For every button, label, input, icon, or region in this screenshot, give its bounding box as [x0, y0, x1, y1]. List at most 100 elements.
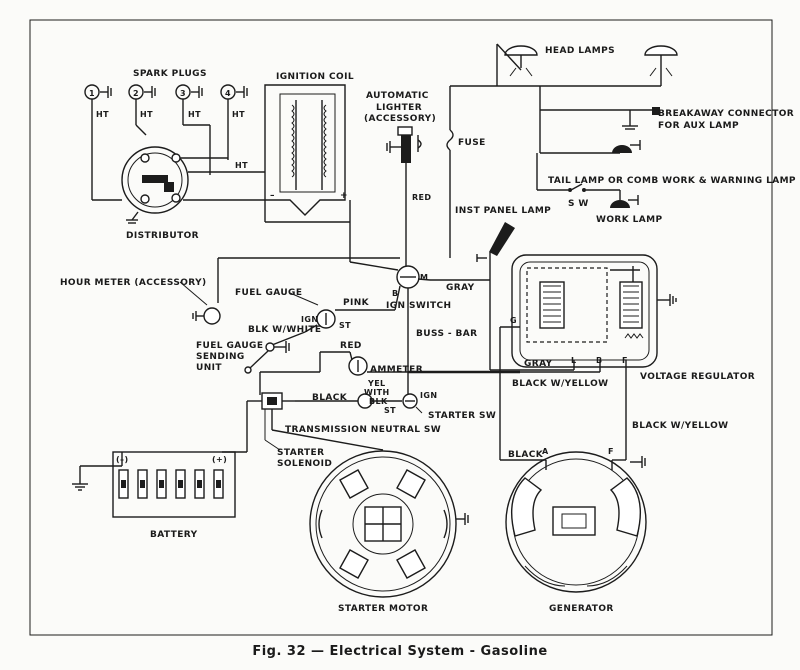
hour-meter-label: HOUR METER (ACCESSORY): [60, 278, 207, 288]
head-lamp-left-icon: [504, 45, 538, 56]
spark-plugs: SPARK PLUGS 1 HT 2 HT 3 HT 4 HT: [84, 69, 248, 200]
starter-solenoid-label-2: SOLENOID: [277, 459, 332, 469]
starter-motor-label: STARTER MOTOR: [338, 604, 428, 614]
ht-label-2: HT: [140, 110, 153, 119]
ht-label-coil: HT: [235, 161, 248, 170]
automatic-lighter: AUTOMATIC LIGHTER (ACCESSORY) RED: [364, 91, 436, 270]
generator-label: GENERATOR: [549, 604, 614, 614]
voltage-regulator-label: VOLTAGE REGULATOR: [640, 372, 755, 382]
fuse-label: FUSE: [458, 138, 486, 148]
spark-plug-3-number: 3: [180, 89, 186, 98]
inst-panel-lamp: INST PANEL LAMP GRAY: [430, 206, 551, 370]
head-lamp-right-icon: [644, 45, 678, 56]
ht-label-4: HT: [232, 110, 245, 119]
spark-plug-1-number: 1: [89, 89, 95, 98]
lighter-icon: [397, 126, 413, 136]
sending-unit-label-3: UNIT: [196, 363, 222, 373]
reg-terminal-g: G: [510, 316, 517, 325]
spark-plug-2-number: 2: [133, 89, 139, 98]
wire-black-label: BLACK: [312, 393, 348, 403]
generator: A F BLACK GENERATOR: [500, 447, 647, 614]
starter-sw-ign: IGN: [420, 391, 437, 400]
sending-unit-label-2: SENDING: [196, 352, 245, 362]
work-lamp-icon: [610, 200, 630, 208]
ignition-coil-label: IGNITION COIL: [276, 72, 354, 82]
fuel-gauge-sending-unit: FUEL GAUGE SENDING UNIT: [196, 341, 290, 374]
spark-plugs-label: SPARK PLUGS: [133, 69, 207, 79]
head-lamps: HEAD LAMPS FUSE: [446, 43, 678, 258]
reg-terminal-f: F: [622, 356, 628, 365]
distributor-icon: [121, 146, 189, 214]
ign-switch-label: IGN SWITCH: [386, 301, 451, 311]
head-lamps-label: HEAD LAMPS: [545, 46, 615, 56]
ammeter: AMMETER: [259, 351, 423, 395]
fuel-gauge-label: FUEL GAUGE: [235, 288, 302, 298]
wire-black-yellow-label: BLACK W/YELLOW: [512, 379, 608, 389]
ammeter-label: AMMETER: [370, 365, 423, 375]
sending-unit-icon: [265, 342, 275, 352]
distributor-label: DISTRIBUTOR: [126, 231, 199, 241]
wire-gray-reg-label: GRAY: [524, 359, 553, 369]
fuel-gauge-st: ST: [339, 321, 351, 330]
spark-plug-4-number: 4: [225, 89, 231, 98]
battery-pos-terminal: (+): [212, 455, 227, 464]
wire-black-yellow-gen-label: BLACK W/YELLOW: [632, 421, 728, 431]
yel-label: YEL: [367, 379, 386, 388]
diagram-border: [29, 19, 773, 636]
with-label: WITH: [364, 388, 390, 397]
inst-panel-lamp-label: INST PANEL LAMP: [455, 206, 551, 216]
ignition-switch: M B IGN SWITCH: [217, 222, 451, 372]
wire-pink-label: PINK: [343, 298, 370, 308]
for-aux-lamp-label: FOR AUX LAMP: [658, 121, 739, 131]
reg-terminal-b: B: [596, 356, 603, 365]
ht-label-3: HT: [188, 110, 201, 119]
fuel-gauge: FUEL GAUGE PINK IGN ST BLK W/WHITE: [235, 285, 401, 346]
battery-label: BATTERY: [150, 530, 198, 540]
starter-sw-label: STARTER SW: [428, 411, 496, 421]
automatic-lighter-label-2: LIGHTER: [376, 103, 422, 113]
gen-terminal-a: A: [542, 447, 549, 456]
work-lamp-label: WORK LAMP: [596, 215, 662, 225]
tail-work-lamp: TAIL LAMP OR COMB WORK & WARNING LAMP S …: [536, 110, 796, 225]
starter-motor: STARTER MOTOR: [271, 429, 469, 614]
coil-minus-terminal: –: [270, 191, 275, 201]
starter-sw-st: ST: [384, 406, 396, 415]
inst-panel-lamp-icon: [489, 222, 515, 256]
sending-unit-label-1: FUEL GAUGE: [196, 341, 263, 351]
generator-icon: [505, 451, 647, 593]
wire-gray-label: GRAY: [446, 283, 475, 293]
ht-label-1: HT: [96, 110, 109, 119]
starter-motor-icon: [309, 450, 457, 598]
tail-lamp-label: TAIL LAMP OR COMB WORK & WARNING LAMP: [548, 176, 796, 186]
wire-black-gen-label: BLACK: [508, 450, 544, 460]
figure-caption: Fig. 32 — Electrical System - Gasoline: [252, 644, 548, 659]
buss-bar-label: BUSS - BAR: [416, 329, 478, 339]
hour-meter-icon: [203, 307, 221, 325]
fuel-gauge-ign: IGN: [301, 315, 318, 324]
transmission-neutral-sw-label: TRANSMISSION NEUTRAL SW: [285, 425, 441, 435]
starter-solenoid: STARTER SOLENOID BLACK YEL WITH BLK ST I…: [246, 372, 496, 469]
distributor: HT DISTRIBUTOR: [92, 146, 265, 241]
gen-terminal-f: F: [608, 447, 614, 456]
ign-switch-b: B: [392, 289, 399, 298]
automatic-lighter-label-1: AUTOMATIC: [366, 91, 429, 101]
voltage-regulator-box: [511, 254, 658, 368]
wire-red-label: RED: [412, 193, 431, 202]
battery: (–) (+) BATTERY: [72, 451, 247, 540]
breakaway-connector-label: BREAKAWAY CONNECTOR: [658, 109, 794, 119]
coil-plus-terminal: +: [340, 191, 348, 201]
wire-blk-white-label: BLK W/WHITE: [248, 325, 321, 335]
automatic-lighter-label-3: (ACCESSORY): [364, 114, 436, 124]
battery-icon: [112, 451, 236, 518]
breakaway-connector: BREAKAWAY CONNECTOR FOR AUX LAMP: [539, 86, 794, 131]
wire-red-ammeter-label: RED: [340, 341, 362, 351]
breakaway-connector-icon: [652, 107, 660, 115]
sw-label: S W: [568, 199, 589, 209]
hour-meter: HOUR METER (ACCESSORY): [60, 278, 221, 325]
voltage-regulator: G L B F GRAY BLACK W/YELLOW VOLTAGE REGU…: [490, 254, 755, 460]
ign-switch-m: M: [420, 273, 428, 282]
starter-solenoid-label-1: STARTER: [277, 448, 324, 458]
buss-bar: BUSS - BAR RED: [319, 329, 520, 374]
